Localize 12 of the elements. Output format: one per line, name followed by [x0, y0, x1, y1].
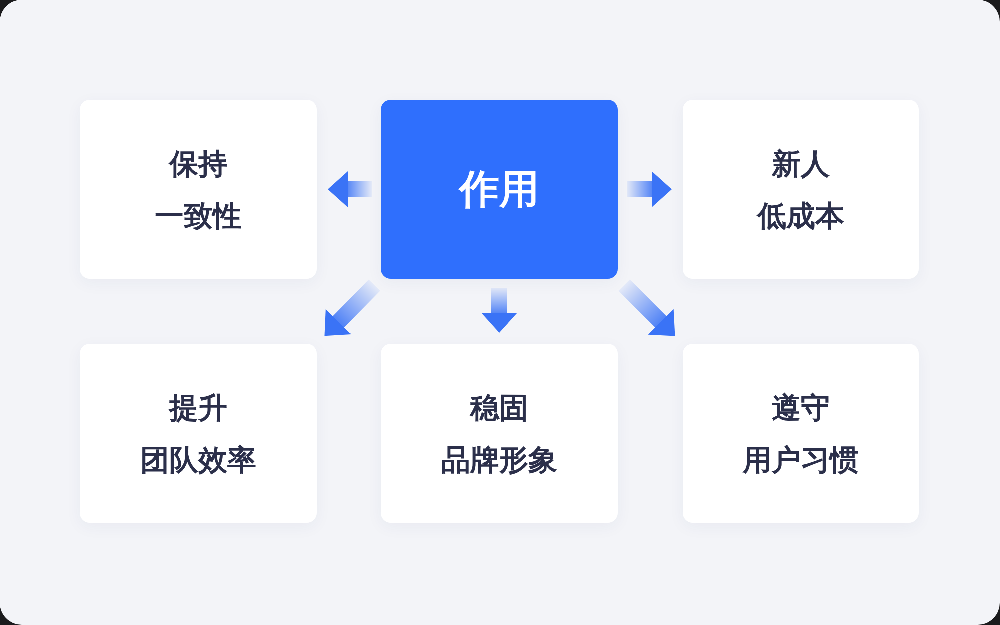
arrow	[328, 172, 372, 208]
arrow	[324, 280, 380, 336]
card-text: 作用	[460, 166, 540, 214]
card-text: 提升团队效率	[140, 390, 256, 478]
card-text: 稳固品牌形象	[442, 390, 558, 478]
card-text: 遵守用户习惯	[743, 390, 859, 478]
arrow	[627, 172, 672, 208]
card-text: 保持一致性	[155, 146, 242, 234]
center-box	[381, 100, 618, 279]
arrow	[482, 288, 518, 333]
card-text: 新人低成本	[758, 146, 844, 234]
arrow	[618, 280, 676, 336]
